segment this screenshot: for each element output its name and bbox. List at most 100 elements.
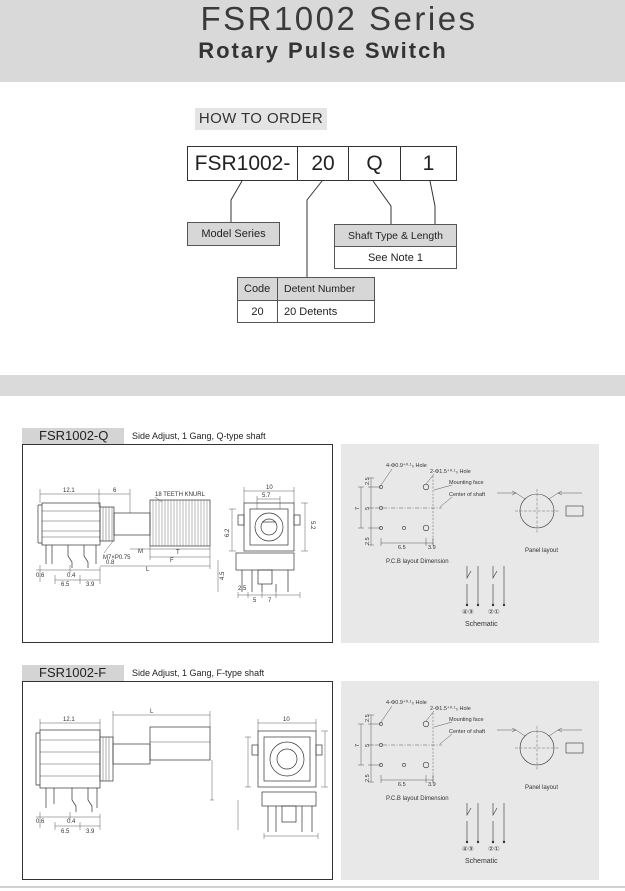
bottom-view-body [235,552,295,571]
shaft-circle-outer [254,512,284,542]
dim-0-4: 0.4 [67,573,76,579]
pin-hole [379,506,383,510]
shaft-circle-inner [276,748,298,770]
side-view-q [36,489,211,584]
detent-table-header-code: Code [237,277,278,301]
dim-0-8: 0.8 [106,560,115,566]
pin-hole [379,763,383,767]
drawing-svg-q: 12.1 6 18 TEETH KNURL M7×P0.75 M T F L 0… [36,485,315,604]
pin-hole [402,763,406,767]
dim-3-9: 3.9 [86,582,95,588]
shaft-circle-inner [260,518,278,536]
dim-body-length: 12.1 [63,717,75,723]
dim-pin-pitch: 2.5 [238,586,247,592]
hole-large-label: 2-Φ1.5⁺⁰·¹₀ Hole [430,705,471,712]
knurl-note: 18 TEETH KNURL [155,492,206,498]
detent-table-cell-number: 20 Detents [277,300,375,323]
dim-m: M [138,549,143,555]
order-code-model: FSR1002- [187,146,298,181]
pcb-dim-overall: 7 [355,744,361,747]
panel-arrows [497,490,582,500]
shaft [113,512,151,536]
pcb-dim-overall: 7 [355,507,361,510]
bushing [99,736,114,782]
shaft-circle-outer [269,741,305,777]
schematic-caption: Schematic [465,858,498,865]
housing [39,729,101,789]
front-housing [243,502,295,552]
dim-0-6: 0.6 [36,819,45,825]
pcb-dimension-lines [358,477,434,546]
shaft-table-value: See Note 1 [334,246,457,269]
order-leader-lines [230,180,436,277]
side-view-f [35,711,214,830]
dim-pin-7: 7 [268,598,272,604]
pcb-dim-bottom: 2.5 [365,537,371,545]
pcb-panel-f: 4-Φ0.9⁺⁰·¹₀ Hole 2-Φ1.5⁺⁰·¹₀ Hole Mounti… [341,681,599,880]
terminals [45,545,97,568]
schematic-pins-left: ④③ [462,845,474,853]
section-description-f: Side Adjust, 1 Gang, F-type shaft [132,668,265,678]
dim-front-width: 10 [283,717,290,723]
dimension-drawing-q: 12.1 6 18 TEETH KNURL M7×P0.75 M T F L 0… [22,444,333,643]
schematic-contacts [466,566,505,605]
order-code-shaft-type: Q [348,146,401,181]
dim-f: F [170,558,174,564]
pcb-dim-pitch: 6.5 [398,782,406,788]
pcb-dimension-lines [358,714,434,783]
section-separator [0,375,625,396]
pcb-dim-offset: 3.9 [428,782,436,788]
pcb-layout-svg: 4-Φ0.9⁺⁰·¹₀ Hole 2-Φ1.5⁺⁰·¹₀ Hole Mounti… [355,462,584,628]
knurl-hatching [152,500,208,546]
drawing-labels-f: 12.1 L 10 0.6 0.4 6.5 3.9 [36,709,290,835]
schematic-pins-left: ④③ [462,608,474,616]
mount-tab-right [293,514,301,526]
shaft [112,743,151,765]
pcb-leaders [380,705,453,745]
dim-bushing-length: 6 [113,488,117,494]
dim-bottom-left: 4.5 [220,571,226,580]
section-tab-q: FSR1002-Q [22,428,124,444]
schematic-contacts [466,803,505,842]
front-dimension-lines [237,719,328,839]
pcb-leaders [380,468,453,508]
hole-large-label: 2-Φ1.5⁺⁰·¹₀ Hole [430,468,471,475]
dim-t: T [176,550,180,556]
pcb-dim-top: 2.5 [365,714,371,722]
shaft-center-label: Center of shaft [449,492,486,498]
pin-hole [379,743,383,747]
pcb-caption: P.C.B layout Dimension [386,559,449,565]
how-to-order-heading: HOW TO ORDER [195,108,327,130]
thread-note: M7×P0.75 [103,555,131,561]
dim-front-width: 10 [266,485,273,491]
front-dimension-lines [217,487,308,598]
pcb-caption: P.C.B layout Dimension [386,796,449,802]
front-view-q [217,487,308,598]
header-band [0,0,625,82]
mounting-face-label: Mounting face [449,480,484,486]
pin-hole [379,485,383,489]
panel-key-slot [565,505,584,517]
panel-center-lines [515,726,560,770]
dim-body-length: 12.1 [63,488,75,494]
order-code-detent: 20 [297,146,349,181]
front-housing [257,730,317,788]
shaft-table-header: Shaft Type & Length [334,224,457,247]
dim-pin-5: 5 [253,598,257,604]
front-frame [263,736,311,782]
schematic-pin [476,840,480,844]
section-tab-f: FSR1002-F [22,665,124,681]
shaft-type-leader [372,180,392,224]
housing-layers [40,739,100,777]
drawing-labels-q: 12.1 6 18 TEETH KNURL M7×P0.75 M T F L 0… [36,485,315,604]
schematic-pin [491,603,495,607]
mounting-hole [422,720,430,728]
shaft-center-label: Center of shaft [449,729,486,735]
mounting-hole [422,483,430,491]
dim-6-5: 6.5 [61,582,70,588]
hole-small-label: 4-Φ0.9⁺⁰·¹₀ Hole [386,462,427,469]
pcb-dim-top: 2.5 [365,477,371,485]
schematic-pin [465,603,469,607]
model-series-leader [230,180,243,222]
panel-caption: Panel layout [525,785,558,791]
